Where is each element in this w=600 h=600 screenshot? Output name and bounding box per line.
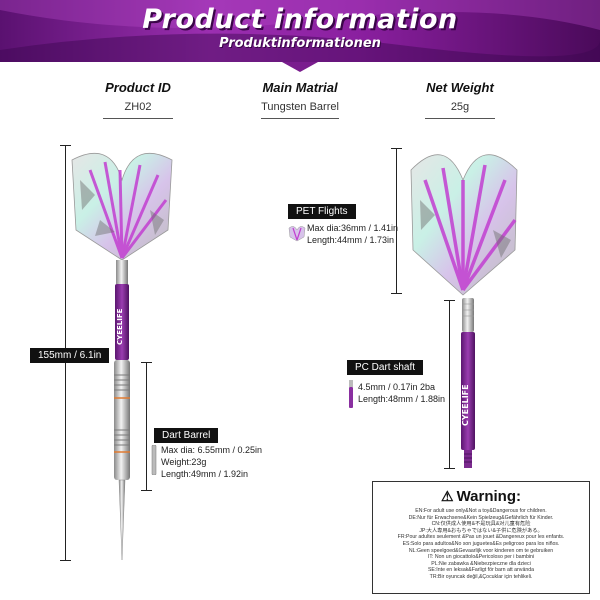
warning-triangle-icon: ⚠ (441, 488, 454, 504)
header-banner: Product information Produktinformationen (0, 0, 600, 62)
barrel-info: Max dia: 6.55mm / 0.25in Weight:23g Leng… (161, 444, 262, 480)
warning-line: ES:Solo para adultos&No son juguetes&Es … (402, 540, 560, 547)
shaft-image: CYEELIFE (461, 298, 475, 468)
spec-value: ZH02 (103, 101, 173, 119)
shaft-line: Length:48mm / 1.88in (358, 394, 446, 404)
shaft-brand-label: CYEELIFE (461, 384, 470, 426)
warning-line: NL:Geen speelgoed&Gevaarlijk voor kinder… (408, 547, 554, 554)
spec-label: Net Weight (426, 80, 494, 95)
warning-line: PL:Nie zabawka &Niebezpieczne dla dzieci (431, 560, 531, 567)
warning-title: Warning: (456, 488, 521, 505)
spec-main-material: Main Matrial Tungsten Barrel (235, 80, 365, 119)
warning-text: EN:For adult use only&Not a toy&Dangerou… (373, 508, 589, 581)
banner-decoration (0, 0, 600, 62)
warning-line: SE:Inte en leksak&Farligt för barn att a… (427, 567, 535, 574)
warning-line: DE:Nur für Erwachsene&Kein Spielzeug&Gef… (408, 514, 554, 521)
warning-box: ⚠Warning: EN:For adult use only&Not a to… (372, 481, 590, 594)
spec-net-weight: Net Weight 25g (395, 80, 525, 119)
shaft-length-line (449, 300, 450, 468)
spec-value: 25g (425, 101, 495, 119)
flight-thumbnail-icon (288, 226, 306, 242)
warning-line: TR:Bir oyuncak değil,&Çocuklar için tehl… (429, 573, 533, 580)
barrel-line: Weight:23g (161, 457, 207, 467)
warning-line: EN:For adult use only&Not a toy&Dangerou… (415, 508, 547, 514)
barrel-line: Length:49mm / 1.92in (161, 469, 249, 479)
flight-image (410, 154, 518, 296)
shaft-brand-text: CYEELIFE (116, 308, 124, 345)
spec-label: Main Matrial (262, 80, 338, 95)
shaft-cap-top (444, 300, 455, 301)
banner-notch (282, 62, 318, 72)
total-length-cap-top (60, 145, 71, 146)
shaft-line: 4.5mm / 0.17in 2ba (358, 382, 436, 392)
flight-length-line (396, 148, 397, 293)
total-length-cap-bottom (60, 560, 71, 561)
flight-cap-top (391, 148, 402, 149)
page-title: Product information (142, 4, 458, 35)
warning-line: CN:仅供成人使用&不是玩具&对儿童有危险 (431, 521, 531, 528)
warning-line: FR:Pour adultes seulement &Pas un jouet … (397, 534, 565, 541)
warning-heading: ⚠Warning: (373, 488, 589, 505)
page-subtitle: Produktinformationen (219, 36, 381, 51)
flights-line: Length:44mm / 1.73in (307, 235, 395, 245)
spec-product-id: Product ID ZH02 (73, 80, 203, 119)
spec-value: Tungsten Barrel (261, 101, 339, 119)
barrel-tag: Dart Barrel (154, 428, 219, 443)
flight-cap-bottom (391, 293, 402, 294)
barrel-thumbnail-icon (151, 445, 157, 475)
barrel-line: Max dia: 6.55mm / 0.25in (161, 445, 263, 455)
barrel-cap-top (141, 362, 152, 363)
shaft-tag: PC Dart shaft (347, 360, 424, 375)
flights-info: Max dia:36mm / 1.41in Length:44mm / 1.73… (307, 222, 398, 246)
total-length-label: 155mm / 6.1in (30, 348, 110, 363)
flights-line: Max dia:36mm / 1.41in (307, 223, 399, 233)
shaft-cap-bottom (444, 468, 455, 469)
shaft-info: 4.5mm / 0.17in 2ba Length:48mm / 1.88in (358, 381, 445, 405)
barrel-cap-bottom (141, 490, 152, 491)
dart-full-image: CYEELIFE (71, 152, 173, 561)
warning-line: IT: Non un giocattolo&Pericoloso per i b… (427, 554, 535, 561)
shaft-thumbnail-icon (349, 380, 353, 408)
spec-label: Product ID (105, 80, 171, 95)
warning-line: JP:大人専用&おもちゃではない&子供に危険がある。 (419, 527, 543, 534)
barrel-length-line (146, 362, 147, 490)
flights-tag: PET Flights (288, 204, 356, 219)
